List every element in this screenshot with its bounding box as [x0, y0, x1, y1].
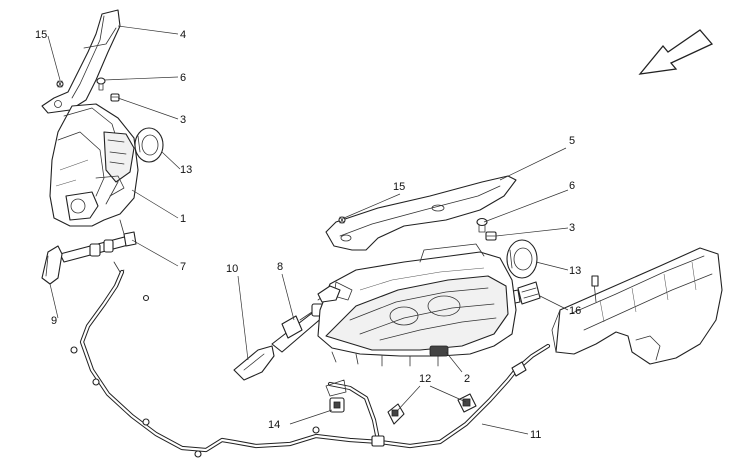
washer-cover-center [233, 345, 275, 381]
callout-3-left: 3 [180, 114, 186, 126]
callout-4: 4 [180, 29, 186, 41]
fender-panel [551, 247, 723, 365]
callout-5: 5 [569, 135, 575, 147]
callout-9: 9 [51, 315, 57, 327]
lamp-cover-cap-right [506, 239, 538, 279]
washer-hose [70, 269, 551, 458]
callout-16: 16 [569, 305, 581, 317]
leader-lines [47, 25, 569, 435]
screw-right-6 [476, 217, 488, 233]
callout-1: 1 [180, 213, 186, 225]
washer-cover-left [41, 245, 63, 285]
trim-bracket-right [325, 175, 517, 251]
hose-clip-12b [457, 393, 477, 413]
callout-13-left: 13 [180, 164, 192, 176]
callout-2: 2 [464, 373, 470, 385]
callout-10: 10 [226, 263, 238, 275]
callout-6-left: 6 [180, 72, 186, 84]
callout-8: 8 [277, 261, 283, 273]
direction-arrow-icon [638, 29, 714, 75]
hose-connector-14 [325, 379, 347, 413]
headlamp-assembly-right [317, 243, 517, 367]
callout-13-right: 13 [569, 265, 581, 277]
washer-jet-center [271, 303, 325, 353]
screw-right-15 [338, 216, 346, 224]
clip-left-3 [110, 93, 120, 102]
callout-14: 14 [268, 419, 280, 431]
screw-left-15 [56, 80, 64, 88]
screw-left-6 [96, 77, 106, 91]
clip-right-3 [485, 231, 497, 241]
callout-labels: 15 4 6 3 13 1 7 9 10 8 5 15 6 3 13 16 2 … [35, 29, 581, 441]
callout-12: 12 [419, 373, 431, 385]
trim-bracket-left [41, 9, 121, 114]
headlamp-assembly-left [49, 103, 139, 227]
callout-11: 11 [530, 429, 541, 441]
callout-15-left: 15 [35, 29, 47, 41]
hose-clip-12a [387, 403, 405, 425]
callout-7: 7 [180, 261, 186, 273]
callout-3-right: 3 [569, 222, 575, 234]
washer-jet-pipe-left [59, 219, 137, 273]
lamp-cover-cap-left [134, 127, 164, 163]
callout-15-right: 15 [393, 181, 405, 193]
callout-6-right: 6 [569, 180, 575, 192]
